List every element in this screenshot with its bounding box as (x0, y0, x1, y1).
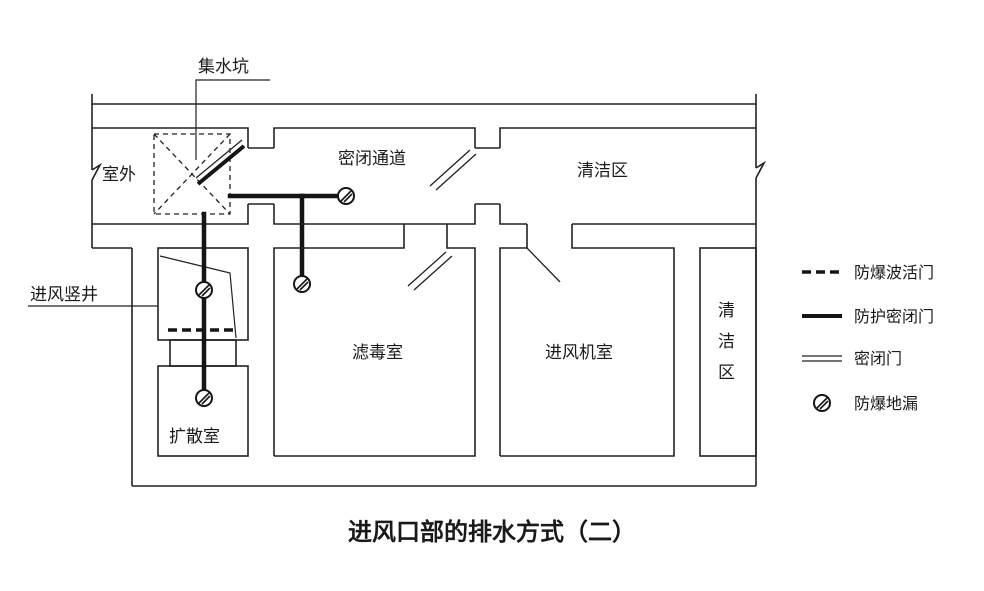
right-wall-break (755, 160, 767, 179)
clean-zone-top-label: 清洁区 (577, 161, 628, 181)
clean-zone-right-outline (699, 247, 757, 457)
left-wall-break (91, 162, 103, 181)
clean-zone-right-char-2: 洁 (718, 332, 735, 352)
filter-room-right-bottom (274, 224, 476, 457)
floor-drain-icon (813, 394, 831, 412)
seal-door-filter (407, 251, 447, 287)
sump-label: 集水坑 (198, 57, 249, 77)
clean-zone-top (499, 127, 756, 148)
floor-drain-icon (195, 281, 213, 299)
figure-caption: 进风口部的排水方式（二） (348, 518, 636, 546)
fan-room-label: 进风机室 (545, 343, 613, 363)
clean-zone-right-char-3: 区 (718, 363, 735, 383)
corridor-walls (92, 127, 756, 225)
airlock-top (273, 127, 476, 148)
sump-pit (153, 133, 231, 215)
airlock-label: 密闭通道 (338, 149, 406, 169)
floor-drain-icon (337, 187, 355, 205)
filter-room-left-top (273, 224, 405, 456)
legend-label: 密闭门 (854, 349, 902, 368)
fan-room-left-top (499, 224, 528, 456)
floor-drains (195, 187, 355, 407)
expansion-room-label: 扩散室 (169, 427, 220, 447)
clean-zone-bottom-left (499, 204, 527, 225)
drain-pipes (201, 193, 349, 401)
protective-door-outdoor (196, 144, 246, 186)
legend-label: 防护密闭门 (854, 307, 934, 326)
shaft-label: 进风竖井 (30, 285, 98, 305)
clean-zone-right-label: 清 洁 区 (718, 301, 740, 383)
legend-label: 防爆波活门 (854, 263, 934, 282)
clean-zone-right-char-1: 清 (718, 301, 735, 321)
top-boundary-wall (91, 94, 757, 105)
fan-room-right-bottom (500, 224, 675, 457)
lower-rooms (157, 224, 757, 457)
floor-drain-icon (293, 275, 311, 293)
outdoor-room-bottom (92, 204, 249, 225)
outdoor-label: 室外 (102, 165, 136, 185)
floor-drain-icon (195, 389, 213, 407)
shaft-inner-slope (159, 255, 237, 339)
outdoor-room-top (92, 127, 249, 148)
sump-leader-line (195, 79, 270, 160)
legend: 防爆波活门 防护密闭门 密闭门 防爆地漏 (802, 263, 934, 413)
sump-pit-outline (153, 133, 231, 215)
fan-room-door (526, 247, 561, 283)
airlock-bottom (273, 204, 476, 225)
filter-room-label: 滤毒室 (352, 343, 403, 363)
legend-label: 防爆地漏 (854, 394, 918, 413)
seal-door-airlock (429, 149, 471, 187)
